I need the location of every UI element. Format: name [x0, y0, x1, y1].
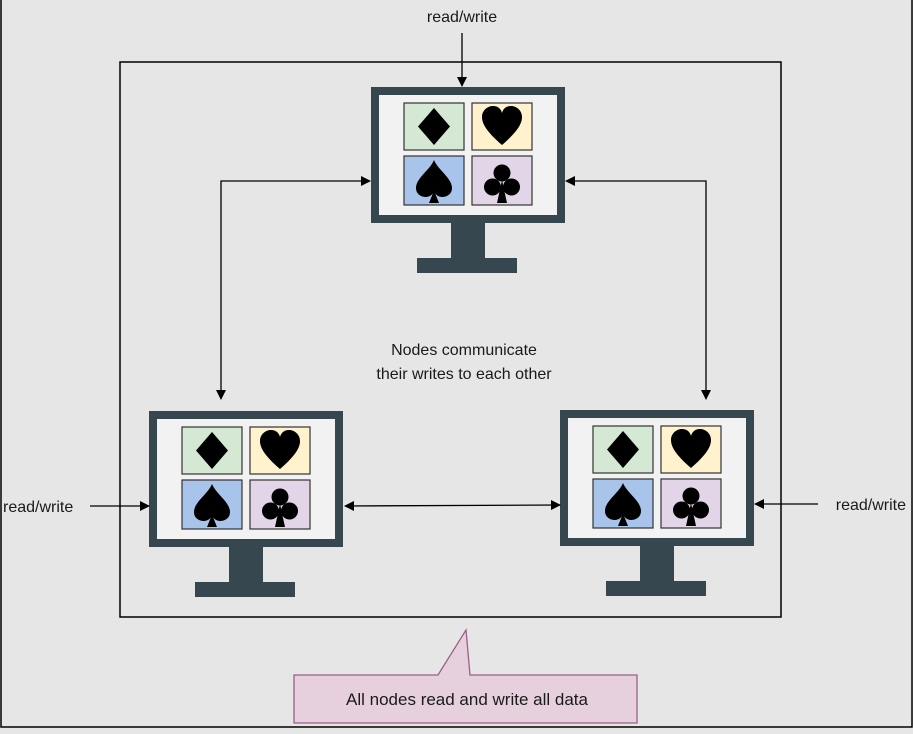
top-right-sync-arrow — [565, 176, 711, 400]
top-left-sync-arrow — [216, 176, 371, 400]
top-io-label: read/write — [427, 9, 497, 26]
left-right-sync-arrow — [344, 500, 561, 511]
right-io-label: read/write — [836, 497, 906, 514]
center-caption-line1: Nodes communicate — [391, 342, 537, 359]
callout-box — [293, 628, 638, 724]
right-node-monitor-icon — [559, 409, 755, 597]
top-node-monitor-icon — [370, 86, 566, 274]
left-node-monitor-icon — [148, 410, 344, 598]
center-caption-line2: their writes to each other — [376, 366, 552, 383]
cluster-boundary — [119, 61, 782, 618]
callout-text: All nodes read and write all data — [346, 690, 588, 709]
left-io-label: read/write — [3, 499, 73, 516]
